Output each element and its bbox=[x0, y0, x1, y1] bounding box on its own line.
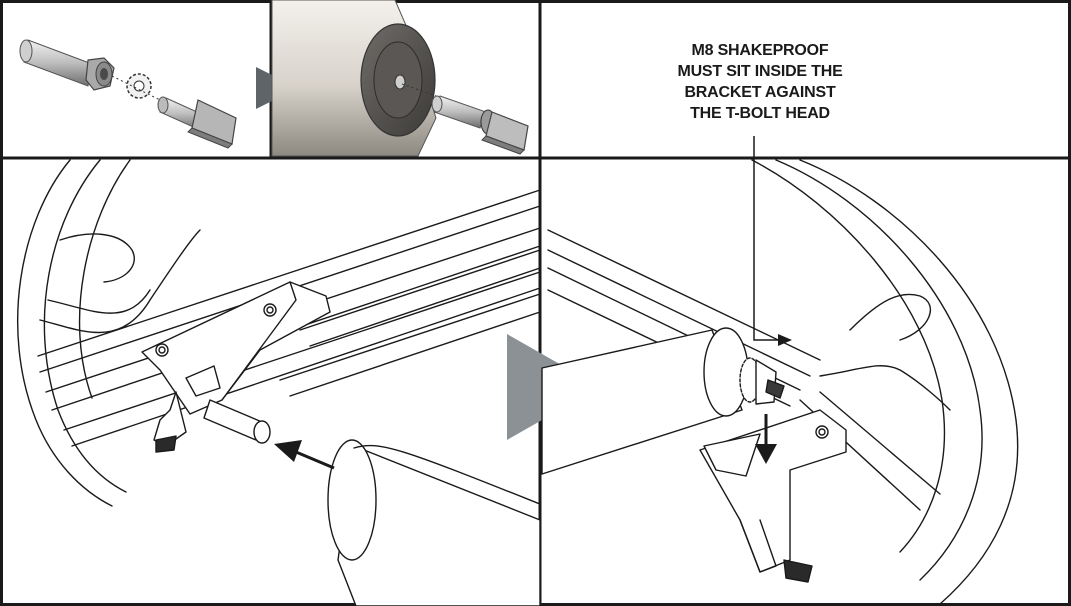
callout-line-3: BRACKET AGAINST bbox=[684, 84, 836, 101]
arrow-left-icon bbox=[274, 440, 335, 470]
panel-tube-seated bbox=[541, 159, 1019, 605]
panel-tube-end bbox=[271, 0, 529, 157]
t-bolt-assembled bbox=[431, 95, 529, 155]
callout-leader bbox=[753, 136, 778, 341]
shakeproof-washer bbox=[126, 73, 152, 99]
callout-line-4: THE T-BOLT HEAD bbox=[690, 105, 830, 122]
arrow-down-icon bbox=[755, 414, 777, 464]
t-bolt bbox=[157, 96, 237, 149]
callout-line-2: MUST SIT INSIDE THE bbox=[677, 63, 843, 80]
callout-line-1: M8 SHAKEPROOF bbox=[691, 42, 829, 59]
spacer-bolt bbox=[19, 39, 115, 91]
callout-note: M8 SHAKEPROOF MUST SIT INSIDE THE BRACKE… bbox=[610, 40, 910, 124]
callout-arrow-icon bbox=[778, 334, 792, 346]
end-cap bbox=[360, 23, 436, 137]
panel-exploded-parts bbox=[19, 39, 237, 149]
panel-bracket-insert bbox=[16, 159, 541, 606]
